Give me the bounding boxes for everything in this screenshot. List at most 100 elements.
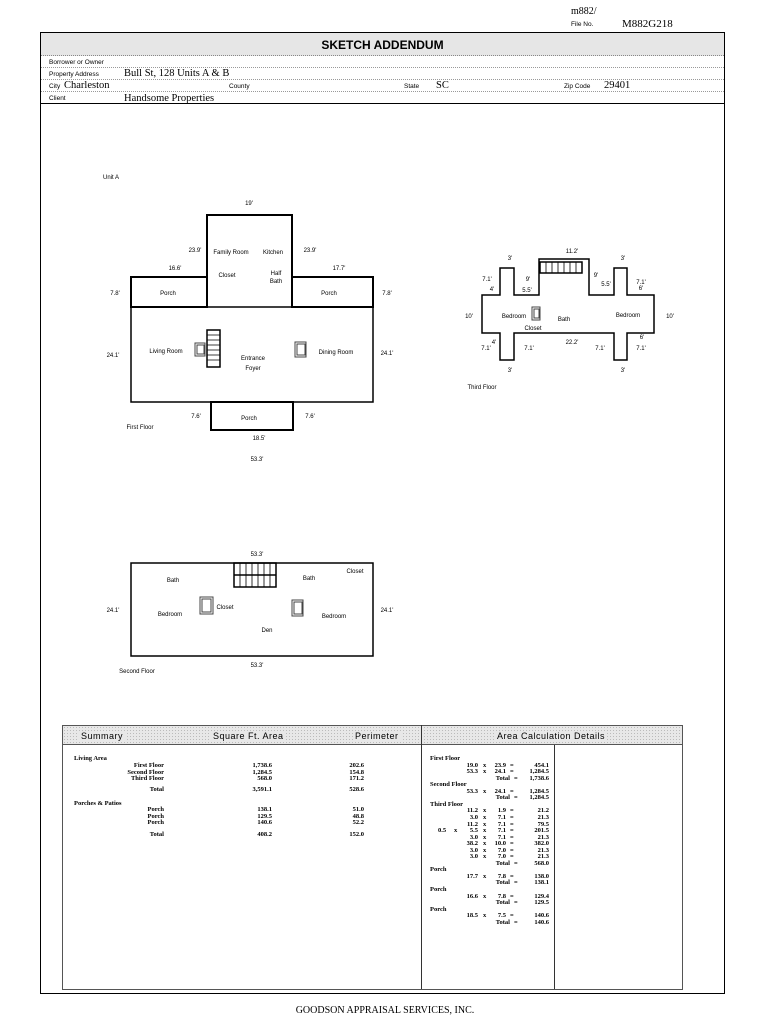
summary-body bbox=[62, 745, 683, 990]
calc-result: 138.0 bbox=[534, 872, 549, 880]
dim-label: 24.1' bbox=[107, 608, 120, 614]
calc-total-value: 1,284.5 bbox=[529, 794, 550, 802]
summary-row-area: 138.1 bbox=[257, 806, 272, 813]
calc-result: 454.1 bbox=[534, 761, 549, 769]
dim-label: 10' bbox=[666, 314, 674, 320]
summary-row-area: 140.6 bbox=[257, 819, 272, 826]
room-label: Entrance bbox=[241, 356, 266, 362]
calc-width: 7.1 bbox=[497, 833, 506, 841]
calc-length: 16.6 bbox=[466, 892, 478, 900]
calc-times: x bbox=[483, 807, 487, 815]
calc-equals: = bbox=[510, 787, 514, 795]
summary-header: Summary Square Ft. Area Perimeter Area C… bbox=[62, 725, 683, 745]
room-label: Half bbox=[271, 271, 282, 277]
calc-section-title: Second Floor bbox=[430, 781, 467, 789]
room-label: Den bbox=[261, 628, 272, 634]
dim-label: 11.2' bbox=[566, 249, 578, 255]
calc-total-label: Total bbox=[495, 859, 510, 867]
calc-times: x bbox=[483, 761, 487, 769]
dim-label: 9' bbox=[526, 277, 530, 283]
room-label: Foyer bbox=[245, 366, 260, 372]
summary-row-perimeter: 154.8 bbox=[349, 768, 364, 776]
room-label: Family Room bbox=[213, 250, 248, 256]
calc-result: 21.3 bbox=[537, 853, 549, 861]
calc-result: 21.3 bbox=[537, 846, 549, 854]
floor-caption: Second Floor bbox=[119, 669, 155, 675]
calc-equals: = bbox=[510, 853, 514, 861]
calc-length: 11.2 bbox=[466, 807, 478, 815]
calc-total-value: 1,738.6 bbox=[529, 774, 550, 782]
calc-length: 53.3 bbox=[466, 768, 478, 776]
summary-row-perimeter: 51.0 bbox=[352, 806, 364, 813]
calc-result: 382.0 bbox=[534, 840, 549, 848]
calc-equals: = bbox=[510, 820, 514, 828]
summary-row-area: 568.0 bbox=[257, 775, 272, 782]
calc-length: 17.7 bbox=[466, 872, 478, 880]
calc-result: 21.3 bbox=[537, 833, 549, 841]
borrower-row: Borrower or Owner bbox=[41, 56, 724, 68]
calc-equals: = bbox=[510, 761, 514, 769]
calc-total-value: 138.1 bbox=[534, 879, 549, 887]
first-floor-plan bbox=[130, 214, 374, 431]
calc-length: 5.5 bbox=[469, 827, 478, 835]
third-floor-plan bbox=[481, 258, 655, 361]
calc-result: 21.3 bbox=[537, 813, 549, 821]
borrower-label: Borrower or Owner bbox=[49, 59, 104, 66]
calc-length: 3.0 bbox=[469, 813, 478, 821]
calc-result: 129.4 bbox=[534, 892, 549, 900]
summary-row-area: 408.2 bbox=[257, 831, 272, 838]
room-label: Bedroom bbox=[158, 612, 182, 618]
calc-equals: = bbox=[510, 872, 514, 880]
calc-times: x bbox=[483, 912, 487, 920]
address-row: Property Address Bull St, 128 Units A & … bbox=[41, 68, 724, 80]
calc-equals: = bbox=[514, 899, 518, 907]
summary-row-area: 129.5 bbox=[257, 812, 272, 820]
calc-equals: = bbox=[514, 774, 518, 782]
dim-label: 3' bbox=[508, 368, 512, 374]
summary-row-area: 3,591.1 bbox=[252, 786, 273, 793]
dim-label: 22.2' bbox=[566, 340, 579, 346]
dim-label: 7.6' bbox=[191, 414, 201, 420]
calc-equals: = bbox=[510, 813, 514, 821]
calc-width: 7.0 bbox=[497, 846, 506, 854]
calc-equals: = bbox=[510, 833, 514, 841]
calc-equals: = bbox=[510, 892, 514, 900]
calc-equals: = bbox=[514, 794, 518, 802]
calc-length: 3.0 bbox=[469, 846, 478, 854]
summary-row-label: Porch bbox=[147, 819, 165, 826]
dim-label: 24.1' bbox=[381, 351, 394, 357]
dim-label: 4' bbox=[492, 340, 496, 346]
dim-label: 23.9' bbox=[189, 248, 202, 254]
room-label: Bedroom bbox=[322, 614, 346, 620]
calc-total-label: Total bbox=[495, 918, 510, 926]
dim-label: 7.1' bbox=[636, 346, 646, 352]
dim-label: 24.1' bbox=[107, 353, 120, 359]
dim-label: 3' bbox=[508, 256, 512, 262]
dim-label: 19' bbox=[245, 201, 253, 207]
calc-total-label: Total bbox=[495, 899, 510, 907]
dim-label: 7.8' bbox=[382, 291, 392, 297]
dim-label: 10' bbox=[465, 314, 473, 320]
address-label: Property Address bbox=[49, 71, 99, 78]
porches-title: Porches & Patios bbox=[74, 800, 122, 807]
stairs-icon bbox=[206, 329, 221, 368]
dim-label: 5.5' bbox=[601, 282, 611, 288]
calc-width: 7.1 bbox=[497, 827, 506, 835]
dim-label: 7.1' bbox=[595, 346, 605, 352]
calc-width: 24.1 bbox=[494, 768, 506, 776]
form-frame bbox=[40, 32, 725, 994]
calc-equals: = bbox=[510, 840, 514, 848]
calc-times: x bbox=[483, 853, 487, 861]
summary-row-perimeter: 152.0 bbox=[349, 831, 364, 838]
calc-times: x bbox=[483, 827, 487, 835]
porch-front bbox=[210, 401, 294, 431]
calc-times: x bbox=[454, 827, 458, 835]
perimeter-col-header: Perimeter bbox=[353, 731, 401, 741]
calc-length: 38.2 bbox=[466, 840, 478, 848]
summary-row-label: Second Floor bbox=[127, 768, 164, 776]
room-label: Bedroom bbox=[616, 313, 640, 319]
dim-label: 9' bbox=[594, 273, 598, 279]
calc-equals: = bbox=[510, 846, 514, 854]
dim-label: 7.1' bbox=[481, 346, 491, 352]
calc-width: 23.9 bbox=[494, 761, 506, 769]
